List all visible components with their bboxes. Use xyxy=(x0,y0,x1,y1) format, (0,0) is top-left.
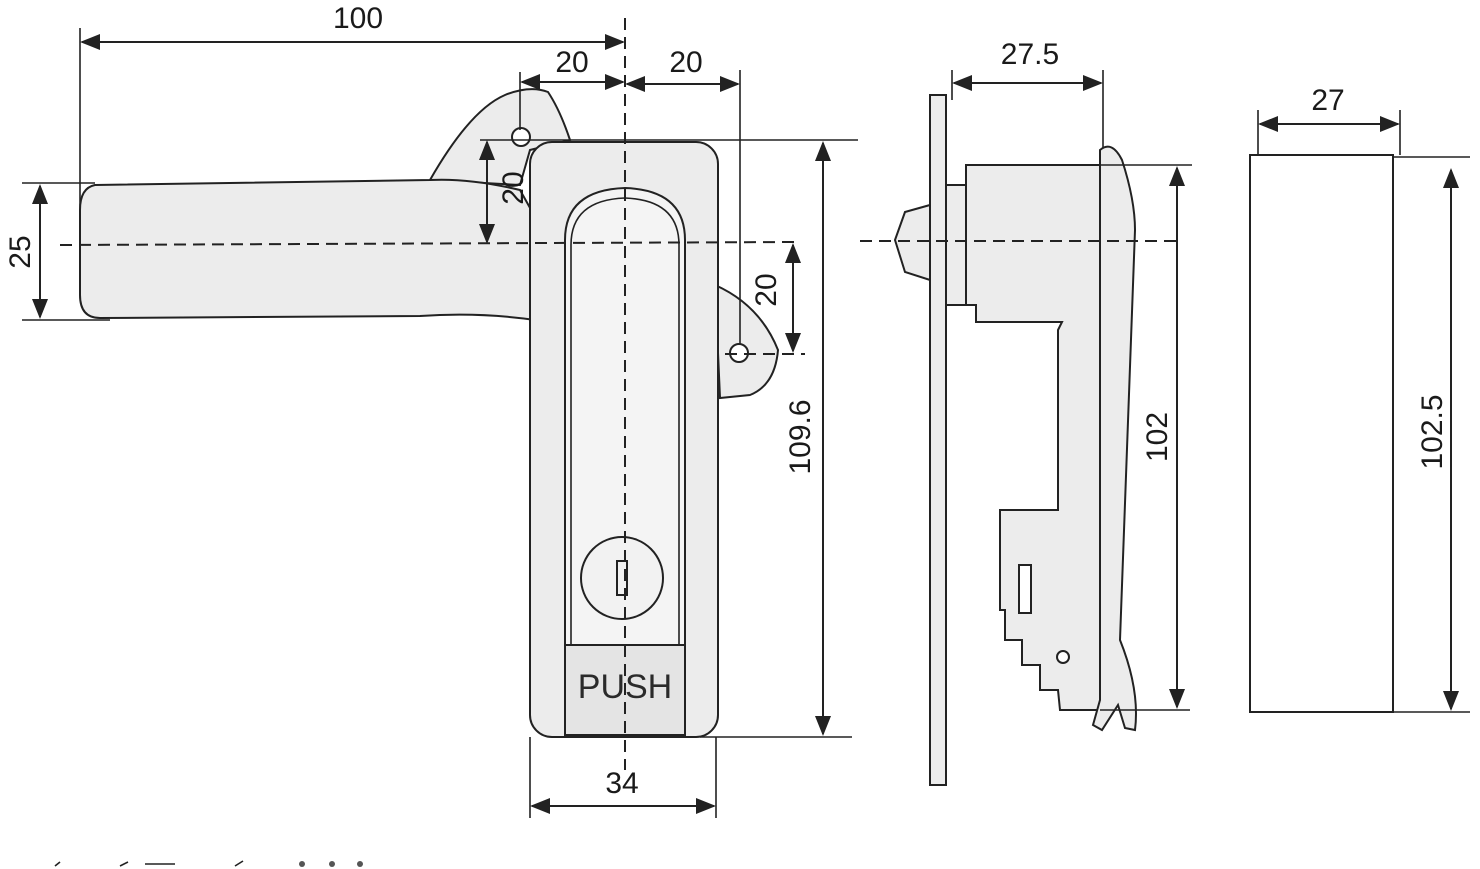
cutout-view: 27 102.5 xyxy=(1249,84,1470,713)
front-view: PUSH 100 20 20 20 25 20 xyxy=(4,2,858,818)
bottom-crop-artifacts xyxy=(54,860,363,867)
dim-front-handle-height: 25 xyxy=(4,235,37,268)
dim-side-height: 102 xyxy=(1141,412,1174,462)
upper-pivot-hole xyxy=(511,127,531,147)
dim-cutout-height: 102.5 xyxy=(1416,394,1449,469)
side-mounting-plate xyxy=(929,94,947,786)
side-latch-hole xyxy=(1056,650,1070,664)
dim-side-depth: 27.5 xyxy=(1001,38,1059,71)
side-nut xyxy=(893,203,931,282)
dim-front-pivot-height-upper: 20 xyxy=(497,171,530,204)
dim-cutout-width: 27 xyxy=(1311,84,1344,117)
dim-front-pivot-offset-left: 20 xyxy=(555,46,588,79)
dim-front-body-width: 34 xyxy=(605,767,638,800)
side-latch-slot xyxy=(1018,564,1032,614)
side-view: 27.5 102 xyxy=(860,38,1192,786)
keyhole-icon xyxy=(616,560,628,596)
side-handle-profile xyxy=(1091,145,1137,732)
dim-front-pivot-height-lower: 20 xyxy=(750,273,783,306)
dim-front-width-overall: 100 xyxy=(333,2,383,35)
panel-cutout xyxy=(1249,154,1394,713)
dim-front-pivot-offset-right: 20 xyxy=(669,46,702,79)
side-latch-body xyxy=(965,164,1101,711)
handle-lever xyxy=(79,178,550,322)
dim-front-height: 109.6 xyxy=(784,399,817,474)
